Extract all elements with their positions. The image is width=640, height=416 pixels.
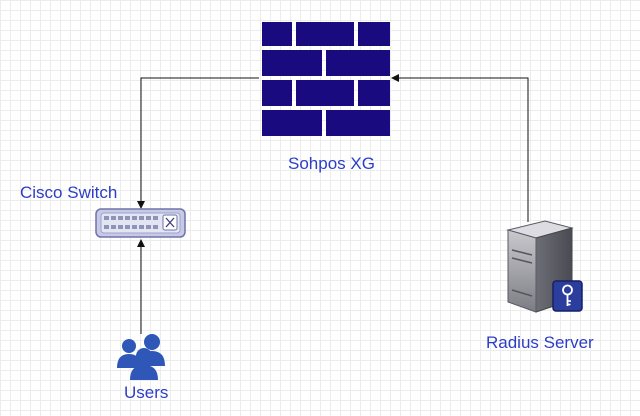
firewall-label: Sohpos XG bbox=[288, 154, 375, 173]
users-group-icon bbox=[117, 334, 165, 380]
edge-firewall-to-switch bbox=[137, 77, 259, 209]
radius-server-label: Radius Server bbox=[486, 333, 594, 352]
firewall-brick-wall-icon bbox=[262, 22, 390, 136]
switch-label: Cisco Switch bbox=[20, 183, 118, 202]
users-label: Users bbox=[124, 383, 169, 402]
network-switch-icon bbox=[95, 208, 186, 238]
server-with-key-icon bbox=[506, 220, 583, 313]
edge-radius-to-firewall bbox=[391, 74, 529, 222]
